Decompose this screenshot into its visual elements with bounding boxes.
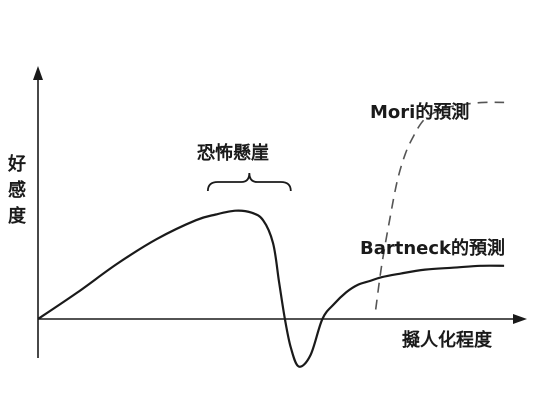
mori-curve [374,101,505,310]
mori-label: Mori的預測 [370,101,469,123]
y-axis-label-1: 好 [7,153,26,175]
y-axis-label-3: 度 [8,205,27,227]
bartneck-curve [37,209,505,368]
y-axis-label-2: 感 [8,179,26,201]
bartneck-label: Bartneck的預測 [360,237,505,259]
x-axis-label: 擬人化程度 [402,329,493,351]
y-axis-arrow [33,66,43,80]
valley-label: 恐怖懸崖 [197,142,269,164]
valley-bracket [206,172,292,192]
x-axis-arrow [513,314,527,324]
